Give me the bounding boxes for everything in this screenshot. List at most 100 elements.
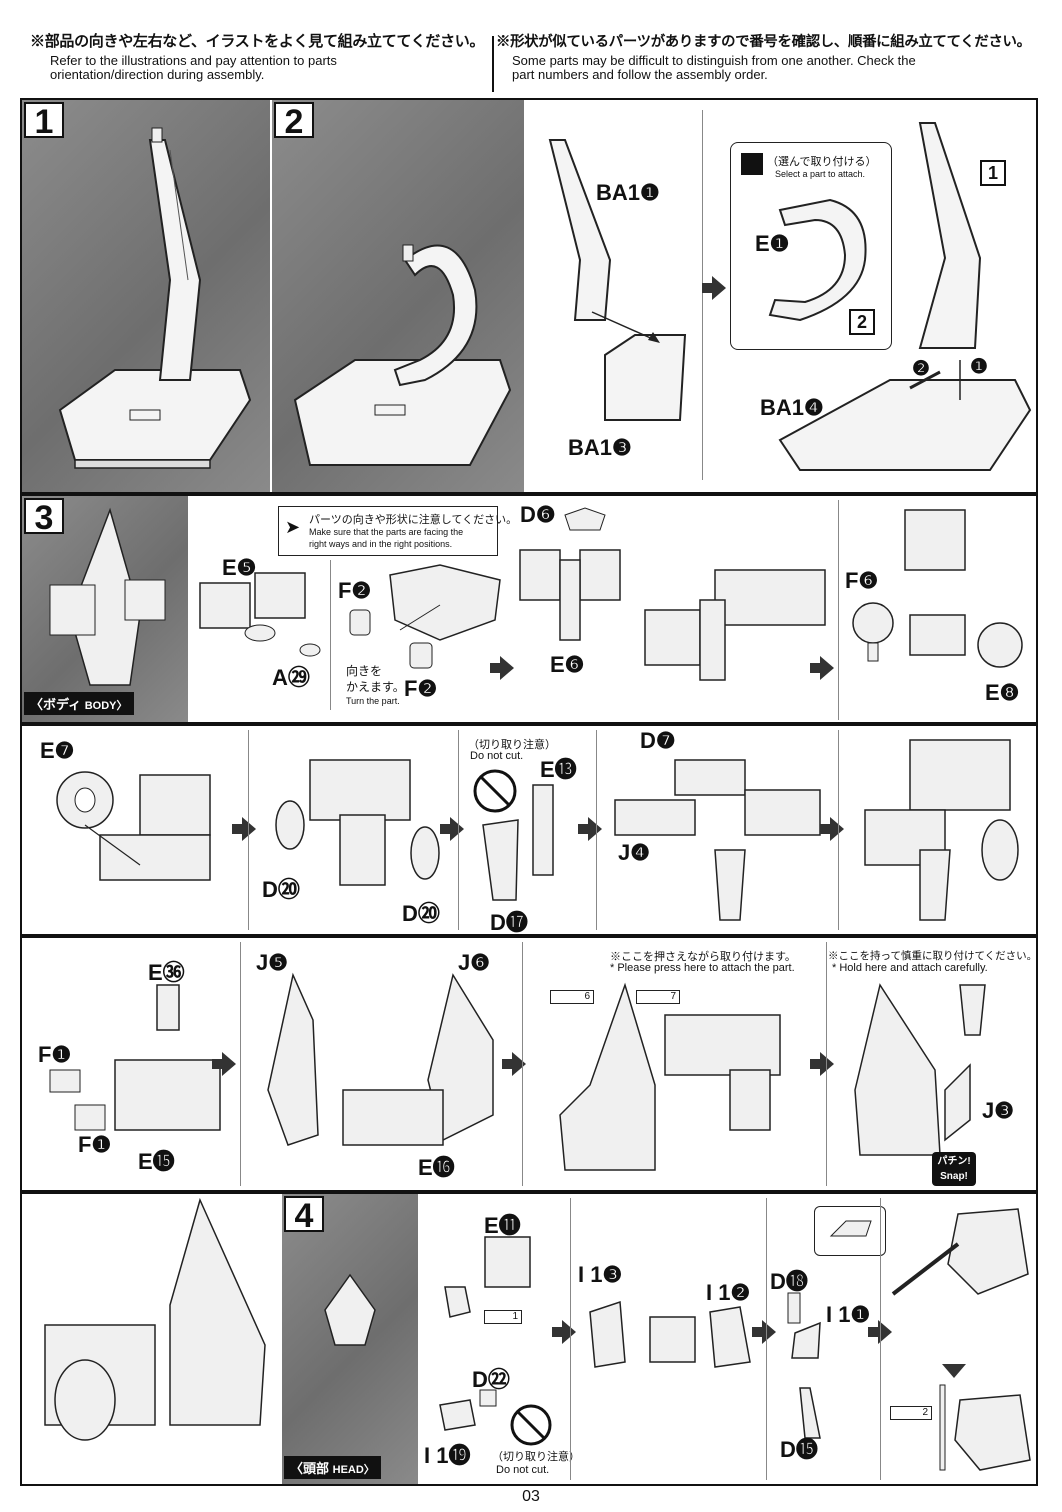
nocut-jp-1: （切り取り注意） — [468, 739, 556, 751]
ba1-4-base — [778, 360, 1032, 471]
turn-jp-2: かえます。 — [346, 680, 405, 694]
label-e11: E⓫ — [484, 1213, 521, 1238]
row3-result — [864, 739, 1019, 921]
body-torso-part — [389, 564, 501, 641]
e36-f1-assembly — [49, 984, 221, 1131]
label-d7: D❼ — [640, 728, 676, 753]
label-ba1-1: BA1❶ — [596, 180, 660, 205]
ba1-arrow — [591, 311, 660, 343]
notice-icon: ➤ — [285, 517, 301, 537]
head-caption-jp: 〈頭部 — [290, 1461, 330, 1476]
step-arrow-row3-2 — [440, 817, 464, 841]
d18-i11-d15-parts — [787, 1292, 821, 1439]
stand-divider — [702, 110, 703, 480]
row3-divider-2 — [458, 730, 459, 930]
body-caption-en: BODY〉 — [84, 700, 128, 712]
label-f2b: F❷ — [404, 676, 438, 701]
label-d18: D⓲ — [770, 1269, 808, 1294]
ba1-assembled-part — [918, 122, 982, 349]
step-4-number: 4 — [284, 1196, 324, 1234]
head-final-bottom — [939, 1384, 1031, 1471]
head-preview-illustration — [324, 1273, 376, 1346]
e1-part — [768, 198, 867, 322]
f2-part-b — [409, 642, 433, 669]
head-divider-2 — [766, 1198, 767, 1480]
step-arrow-row4-3 — [810, 1052, 834, 1076]
nocut-icon-2 — [510, 1404, 552, 1446]
label-d17: D⓱ — [490, 910, 528, 935]
page-number: 03 — [522, 1488, 540, 1505]
i11-detail — [829, 1220, 872, 1237]
label-i12: I 1❷ — [706, 1280, 751, 1305]
label-e36: E㊱ — [148, 960, 185, 985]
label-e6: E❻ — [550, 652, 585, 677]
hold-note-jp: ※ここを持って慎重に取り付けてください。 — [828, 950, 1038, 962]
press-note-jp: ※ここを押さえながら取り付けます。 — [610, 951, 796, 963]
d7-j4-assembly — [614, 759, 821, 921]
label-f1a: F❶ — [38, 1042, 72, 1067]
label-f1b: F❶ — [78, 1132, 112, 1157]
head-caption-en: HEAD〉 — [332, 1464, 375, 1476]
body-caption-jp: 〈ボディ — [30, 697, 82, 712]
body-d20-assembly — [275, 759, 440, 886]
order-2-icon: ❷ — [912, 358, 930, 380]
label-ba1-4: BA1❹ — [760, 395, 824, 420]
header-divider — [492, 36, 494, 92]
body-divider-1 — [330, 560, 331, 710]
row4-divider-1 — [240, 942, 241, 1186]
body-notice-box: ➤ パーツの向きや形状に注意してください。 Make sure that the… — [278, 506, 517, 556]
step-arrow-row3-3 — [578, 817, 602, 841]
step-arrow-body-2 — [810, 656, 834, 680]
label-d20b: D⑳ — [402, 901, 440, 926]
step-arrow-row4-1 — [212, 1052, 236, 1076]
body-final-illustration — [44, 1197, 266, 1441]
step-arrow-head-2 — [752, 1320, 776, 1344]
head-ref-box-1: 1 — [484, 1310, 522, 1324]
label-j4: J❹ — [618, 840, 650, 865]
stand-illustration-1 — [58, 127, 252, 469]
ref-box-7: 7 — [636, 990, 680, 1004]
step-1-number: 1 — [24, 102, 64, 140]
row4-mid-assembly — [559, 982, 781, 1171]
body-wings-assembly — [519, 549, 621, 641]
header-right-en-1: Some parts may be difficult to distingui… — [512, 53, 916, 68]
notice-en-1: Make sure that the parts are facing the — [309, 527, 464, 537]
ref-box-1: 1 — [980, 160, 1006, 186]
ref-7-text: 7 — [670, 991, 676, 1002]
turn-jp-1: 向きを — [346, 664, 383, 678]
label-ba1-3: BA1❸ — [568, 435, 632, 460]
label-e1: E❶ — [755, 231, 790, 256]
label-i13: I 1❸ — [578, 1262, 623, 1287]
label-d20a: D⑳ — [262, 877, 300, 902]
ref-6-text: 6 — [584, 991, 590, 1002]
ref-box-2: 2 — [849, 309, 875, 335]
row3-divider-3 — [596, 730, 597, 930]
select-part-jp: （選んで取り付ける） — [767, 156, 877, 168]
nocut-en-1: Do not cut. — [470, 750, 524, 762]
body-combined — [644, 569, 826, 681]
header-right-en-2: part numbers and follow the assembly ord… — [512, 67, 768, 82]
label-a29: A㉙ — [272, 665, 310, 690]
d6-part — [564, 507, 606, 531]
step-arrow-stand — [702, 276, 726, 300]
snap-en: Snap! — [940, 1171, 968, 1182]
e5-part — [199, 572, 321, 657]
step-arrow-row3-4 — [820, 817, 844, 841]
label-d15: D⓯ — [780, 1437, 818, 1462]
header-left-jp: ※部品の向きや左右など、イラストをよく見て組み立ててください。 — [30, 33, 485, 50]
row4-divider-2 — [522, 942, 523, 1186]
step-3-number: 3 — [24, 498, 64, 536]
row3-divider-1 — [248, 730, 249, 930]
select-part-en: Select a part to attach. — [775, 169, 866, 179]
turn-en: Turn the part. — [346, 696, 400, 706]
head-ref-1-text: 1 — [512, 1311, 518, 1322]
header-left: ※部品の向きや左右など、イラストをよく見て組み立ててください。 Refer to… — [30, 30, 488, 94]
step-arrow-head-down — [942, 1364, 966, 1378]
head-ref-box-2: 2 — [890, 1406, 932, 1420]
select-part-icon — [741, 153, 763, 175]
label-e5: E❺ — [222, 555, 257, 580]
label-i11: I 1❶ — [826, 1302, 871, 1327]
nocut-jp-2: （切り取り注意） — [492, 1451, 580, 1463]
label-j5: J❺ — [256, 950, 288, 975]
row4-final-assembly — [854, 983, 986, 1156]
